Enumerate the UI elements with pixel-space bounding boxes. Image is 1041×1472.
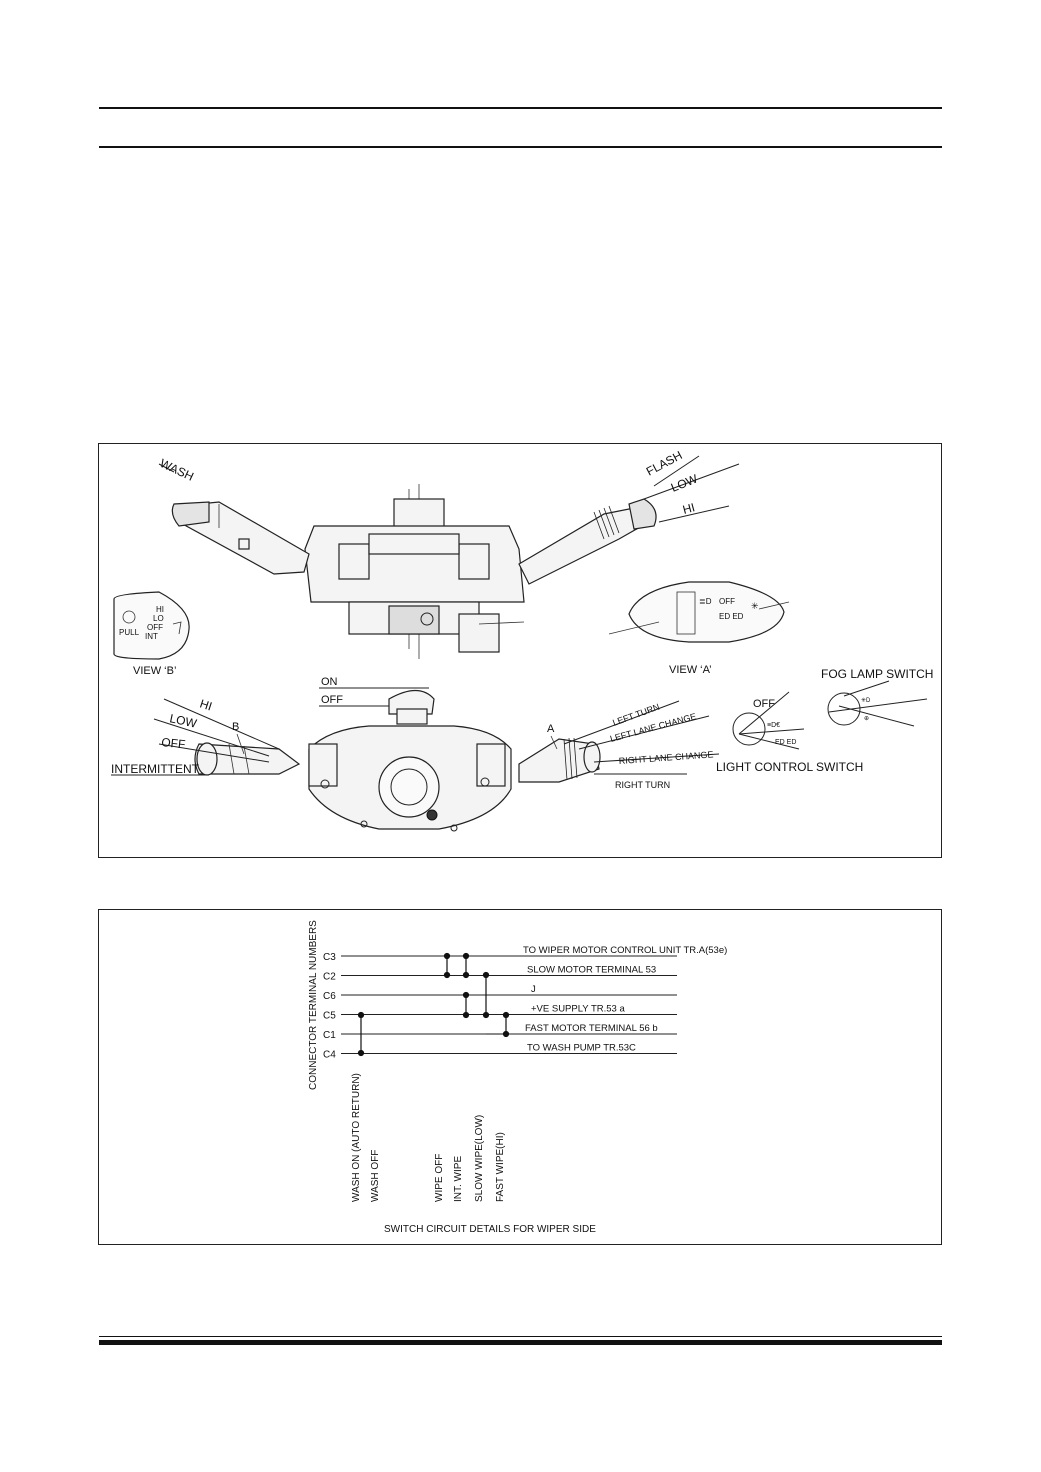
- view-b-off: OFF: [147, 623, 163, 632]
- view-b-pull: PULL: [119, 628, 140, 637]
- view-b-lo: LO: [153, 614, 164, 623]
- position-wipe-off: WIPE OFF: [434, 1154, 445, 1202]
- fog-lamp-switch-diagram: ✳D ⊕ FOG LAMP SWITCH: [821, 667, 933, 727]
- terminal-desc-c6: J: [531, 984, 536, 995]
- label-view-b: VIEW ‘B’: [133, 665, 176, 677]
- label-off-light: OFF: [753, 698, 775, 710]
- label-on: ON: [321, 676, 338, 688]
- fog-front-symbol: ✳D: [861, 697, 871, 704]
- label-low-left: LOW: [168, 711, 198, 731]
- label-intermittent: INTERMITTENT: [111, 762, 200, 776]
- view-a-inset: OFF ≣D ED ED ✳ VIEW ‘A’: [608, 581, 790, 676]
- label-hi-left: HI: [198, 697, 214, 714]
- header-rule-top: [99, 107, 942, 109]
- marker-a: A: [547, 723, 555, 735]
- position-wash-off: WASH OFF: [370, 1150, 381, 1202]
- label-right-turn: RIGHT TURN: [615, 780, 670, 790]
- wiper-icon: [172, 621, 182, 635]
- label-hi-top: HI: [681, 500, 696, 517]
- light-control-switch-diagram: OFF ≡D€ ED ED LIGHT CONTROL SWITCH: [716, 691, 863, 774]
- terminal-descs: TO WIPER MOTOR CONTROL UNIT TR.A(53e) SLO…: [523, 945, 727, 1054]
- terminal-desc-c2: SLOW MOTOR TERMINAL 53: [527, 965, 656, 976]
- light-sidelamp-symbol: ≡D€: [767, 722, 780, 729]
- view-b-int: INT: [145, 632, 158, 641]
- footer-rule-thick: [99, 1340, 942, 1345]
- parking-lamp-icon: ED ED: [719, 612, 744, 621]
- view-b-hi: HI: [156, 605, 164, 614]
- switch-illustration-panel: WASH FLASH LOW HI HI LO OFF INT PULL VIE…: [98, 443, 942, 858]
- headlamp-icon: ≣D: [699, 597, 712, 606]
- terminal-desc-c4: TO WASH PUMP TR.53C: [527, 1043, 636, 1054]
- label-light-control-switch: LIGHT CONTROL SWITCH: [716, 760, 863, 774]
- position-int-wipe: INT. WIPE: [453, 1156, 464, 1202]
- position-fast-wipe: FAST WIPE(HI): [495, 1132, 506, 1202]
- terminal-id-c6: C6: [323, 991, 336, 1002]
- fog-icon: ✳: [751, 601, 759, 611]
- fog-rear-symbol: ⊕: [864, 716, 869, 722]
- washer-icon: [122, 610, 136, 624]
- header-rule-bottom: [99, 146, 942, 148]
- terminal-id-c3: C3: [323, 952, 336, 963]
- switch-contacts: [357, 952, 510, 1057]
- bottom-switch-assembly: ON OFF HI LOW OFF INTERMITTENT B: [111, 676, 720, 832]
- label-fog-lamp-switch: FOG LAMP SWITCH: [821, 667, 933, 681]
- terminal-desc-c5: +VE SUPPLY TR.53 a: [531, 1004, 625, 1015]
- position-slow-wipe: SLOW WIPE(LOW): [474, 1115, 485, 1202]
- wiper-circuit-diagram: CONNECTOR TERMINAL NUMBERS C3C2C6C5C1C4 …: [308, 920, 727, 1235]
- position-wash-on: WASH ON (AUTO RETURN): [351, 1073, 362, 1202]
- label-view-a: VIEW ‘A’: [669, 664, 712, 676]
- label-flash: FLASH: [644, 448, 685, 479]
- label-wash: WASH: [158, 456, 196, 484]
- terminal-id-c1: C1: [323, 1030, 336, 1041]
- terminal-id-c4: C4: [323, 1050, 336, 1061]
- terminal-desc-c3: TO WIPER MOTOR CONTROL UNIT TR.A(53e): [523, 945, 727, 956]
- terminal-id-c5: C5: [323, 1011, 336, 1022]
- view-b-inset: HI LO OFF INT PULL VIEW ‘B’: [113, 591, 190, 677]
- marker-b: B: [232, 721, 239, 733]
- label-low-top: LOW: [669, 471, 700, 494]
- terminal-id-c2: C2: [323, 972, 336, 983]
- axis-label-connector-terminals: CONNECTOR TERMINAL NUMBERS: [308, 920, 319, 1090]
- label-right-lane-change: RIGHT LANE CHANGE: [618, 749, 713, 766]
- circuit-caption: SWITCH CIRCUIT DETAILS FOR WIPER SIDE: [384, 1224, 596, 1235]
- terminal-desc-c1: FAST MOTOR TERMINAL 56 b: [525, 1023, 658, 1034]
- view-a-off: OFF: [719, 597, 735, 606]
- footer-rule-thin: [99, 1336, 942, 1337]
- label-off-left: OFF: [161, 735, 186, 751]
- label-off-top: OFF: [321, 694, 343, 706]
- switch-illustration: WASH FLASH LOW HI HI LO OFF INT PULL VIE…: [111, 448, 933, 832]
- light-headlamp-symbol: ED ED: [775, 739, 796, 746]
